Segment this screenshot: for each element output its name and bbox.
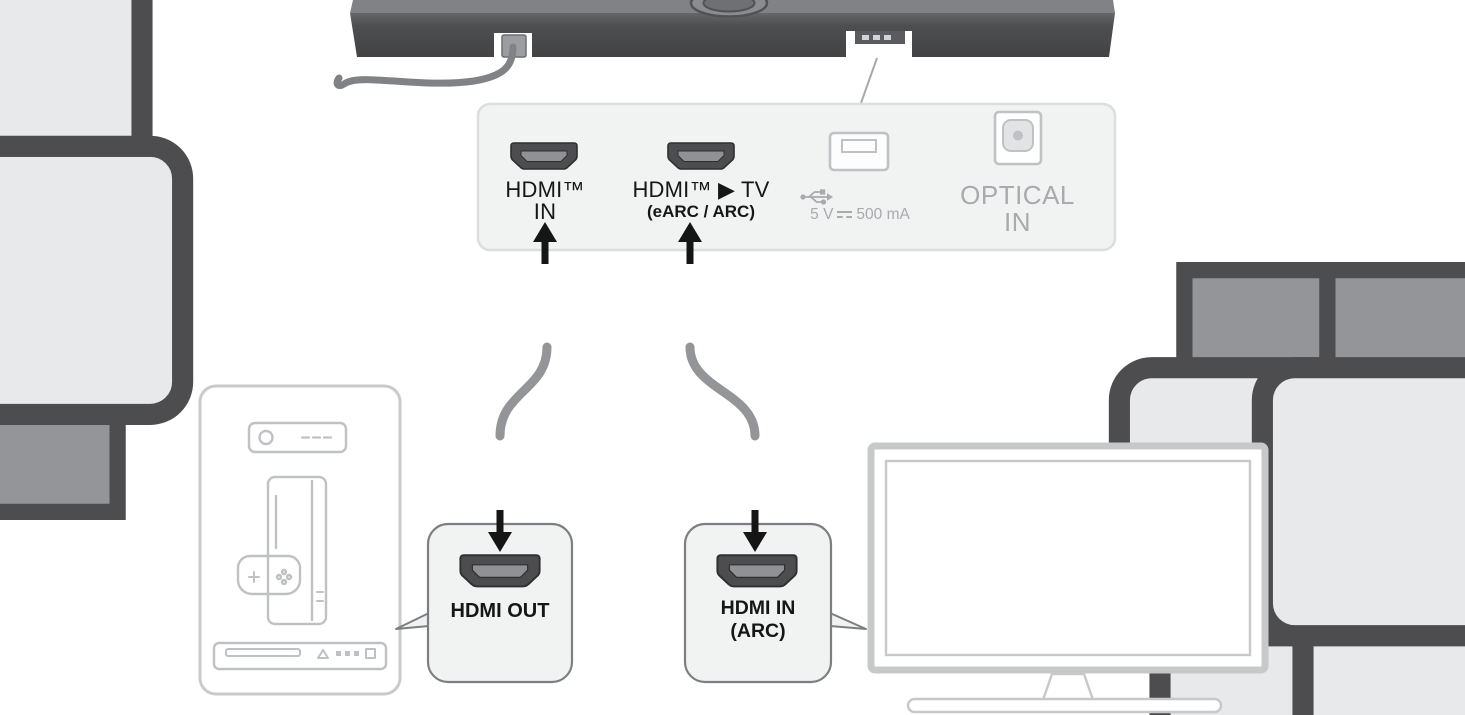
soundbar-body — [350, 13, 1115, 57]
hdmi-out-label: HDMI OUT — [450, 600, 550, 622]
dc-power-icon — [837, 210, 853, 220]
hdmi-tv-label-line2: (eARC / ARC) — [647, 201, 755, 221]
tv-icon — [867, 442, 1269, 714]
optical-port-icon — [993, 110, 1043, 166]
hdmi-tv-up-arrow-icon — [678, 222, 702, 264]
soundbar — [350, 0, 1115, 58]
rear-panel-callout — [476, 102, 1117, 252]
usb-port-icon — [828, 131, 890, 172]
source-devices-box — [198, 384, 402, 696]
optical-label-line1: OPTICAL — [960, 180, 1075, 210]
hdmi-in-label-line1: HDMI™ — [505, 177, 585, 202]
ports-notch — [846, 31, 912, 57]
hdmi-in-arc-down-arrow-icon — [743, 510, 767, 552]
dvd-player-icon — [212, 641, 388, 671]
optical-label-line2: IN — [1004, 207, 1031, 237]
power-cable — [333, 43, 517, 90]
hdmi-in-arc-pointer — [829, 612, 867, 630]
usb-trident-icon — [799, 187, 835, 212]
set-top-box-icon — [247, 421, 348, 454]
usb-label: 5 V 500 mA — [795, 206, 925, 224]
hdmi-tv-label-line1: HDMI™ ▶ TV — [632, 177, 770, 202]
hdmi-tv-label: HDMI™ ▶ TV (eARC / ARC) — [615, 179, 787, 222]
hdmi-in-arc-label: HDMI IN (ARC) — [685, 597, 831, 643]
hdmi-in-label: HDMI™ IN — [480, 179, 610, 222]
hdmi-in-port-icon — [510, 142, 578, 170]
usb-current: 500 mA — [856, 206, 910, 223]
hdmi-in-arc-port-icon — [716, 554, 798, 588]
usb-voltage: 5 V — [810, 206, 834, 223]
right-hdmi-cable — [685, 342, 760, 441]
optical-label: OPTICAL IN — [940, 182, 1095, 236]
callout-leader-line — [860, 57, 878, 104]
hdmi-plug-lower-right — [0, 0, 183, 512]
hdmi-out-down-arrow-icon — [488, 510, 512, 552]
hdmi-in-arc-label-line1: HDMI IN — [720, 597, 796, 619]
gamepad-icon — [236, 554, 302, 596]
left-hdmi-cable — [495, 342, 552, 441]
hdmi-in-arc-label-line2: (ARC) — [730, 620, 786, 642]
hdmi-tv-port-icon — [667, 142, 735, 170]
hdmi-in-label-line2: IN — [533, 198, 557, 224]
soundbar-ring-inner — [702, 0, 756, 13]
game-console-icon — [266, 475, 328, 626]
hdmi-out-port-icon — [459, 554, 541, 588]
hdmi-in-up-arrow-icon — [533, 222, 557, 264]
